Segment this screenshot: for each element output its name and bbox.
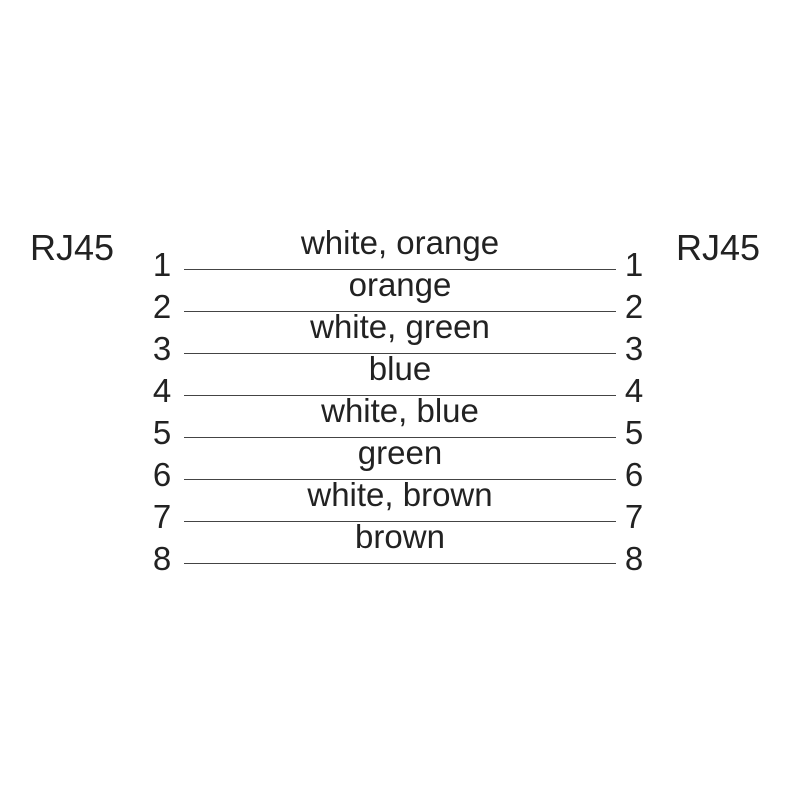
wire-4: 4 blue 4: [0, 350, 800, 412]
wire-line: [184, 395, 616, 396]
wire-color-label: white, orange: [300, 224, 500, 261]
wire-color-label: green: [357, 434, 443, 471]
wire-5: 5 white, blue 5: [0, 392, 800, 454]
wire-2: 2 orange 2: [0, 266, 800, 328]
right-pin-number: 5: [624, 414, 644, 451]
left-pin-number: 5: [152, 414, 172, 451]
wire-color-label: brown: [355, 518, 445, 555]
wire-line: [184, 353, 616, 354]
left-pin-number: 8: [152, 540, 172, 577]
left-pin-number: 6: [152, 456, 172, 493]
left-pin-number: 4: [152, 372, 172, 409]
wire-line: [184, 563, 616, 564]
left-pin-number: 3: [152, 330, 172, 367]
right-connector-label: RJ45: [676, 227, 761, 268]
wire-color-label: blue: [368, 350, 432, 387]
right-pin-number: 1: [624, 246, 644, 283]
right-pin-number: 2: [624, 288, 644, 325]
wire-color-label: orange: [348, 266, 452, 303]
left-pin-number: 1: [152, 246, 172, 283]
right-pin-number: 6: [624, 456, 644, 493]
right-pin-number: 4: [624, 372, 644, 409]
wire-line: [184, 521, 616, 522]
wire-line: [184, 269, 616, 270]
wire-line: [184, 437, 616, 438]
wire-1: 1 white, orange 1: [0, 224, 800, 286]
wire-line: [184, 479, 616, 480]
right-pin-number: 3: [624, 330, 644, 367]
right-pin-number: 7: [624, 498, 644, 535]
wire-color-label: white, blue: [321, 392, 479, 429]
left-pin-number: 7: [152, 498, 172, 535]
wire-color-label: white, green: [310, 308, 490, 345]
wire-8: 8 brown 8: [0, 518, 800, 580]
wire-3: 3 white, green 3: [0, 308, 800, 370]
wire-7: 7 white, brown 7: [0, 476, 800, 538]
left-pin-number: 2: [152, 288, 172, 325]
left-connector-label: RJ45: [30, 227, 115, 268]
wire-line: [184, 311, 616, 312]
wire-color-label: white, brown: [307, 476, 493, 513]
right-pin-number: 8: [624, 540, 644, 577]
wire-6: 6 green 6: [0, 434, 800, 496]
